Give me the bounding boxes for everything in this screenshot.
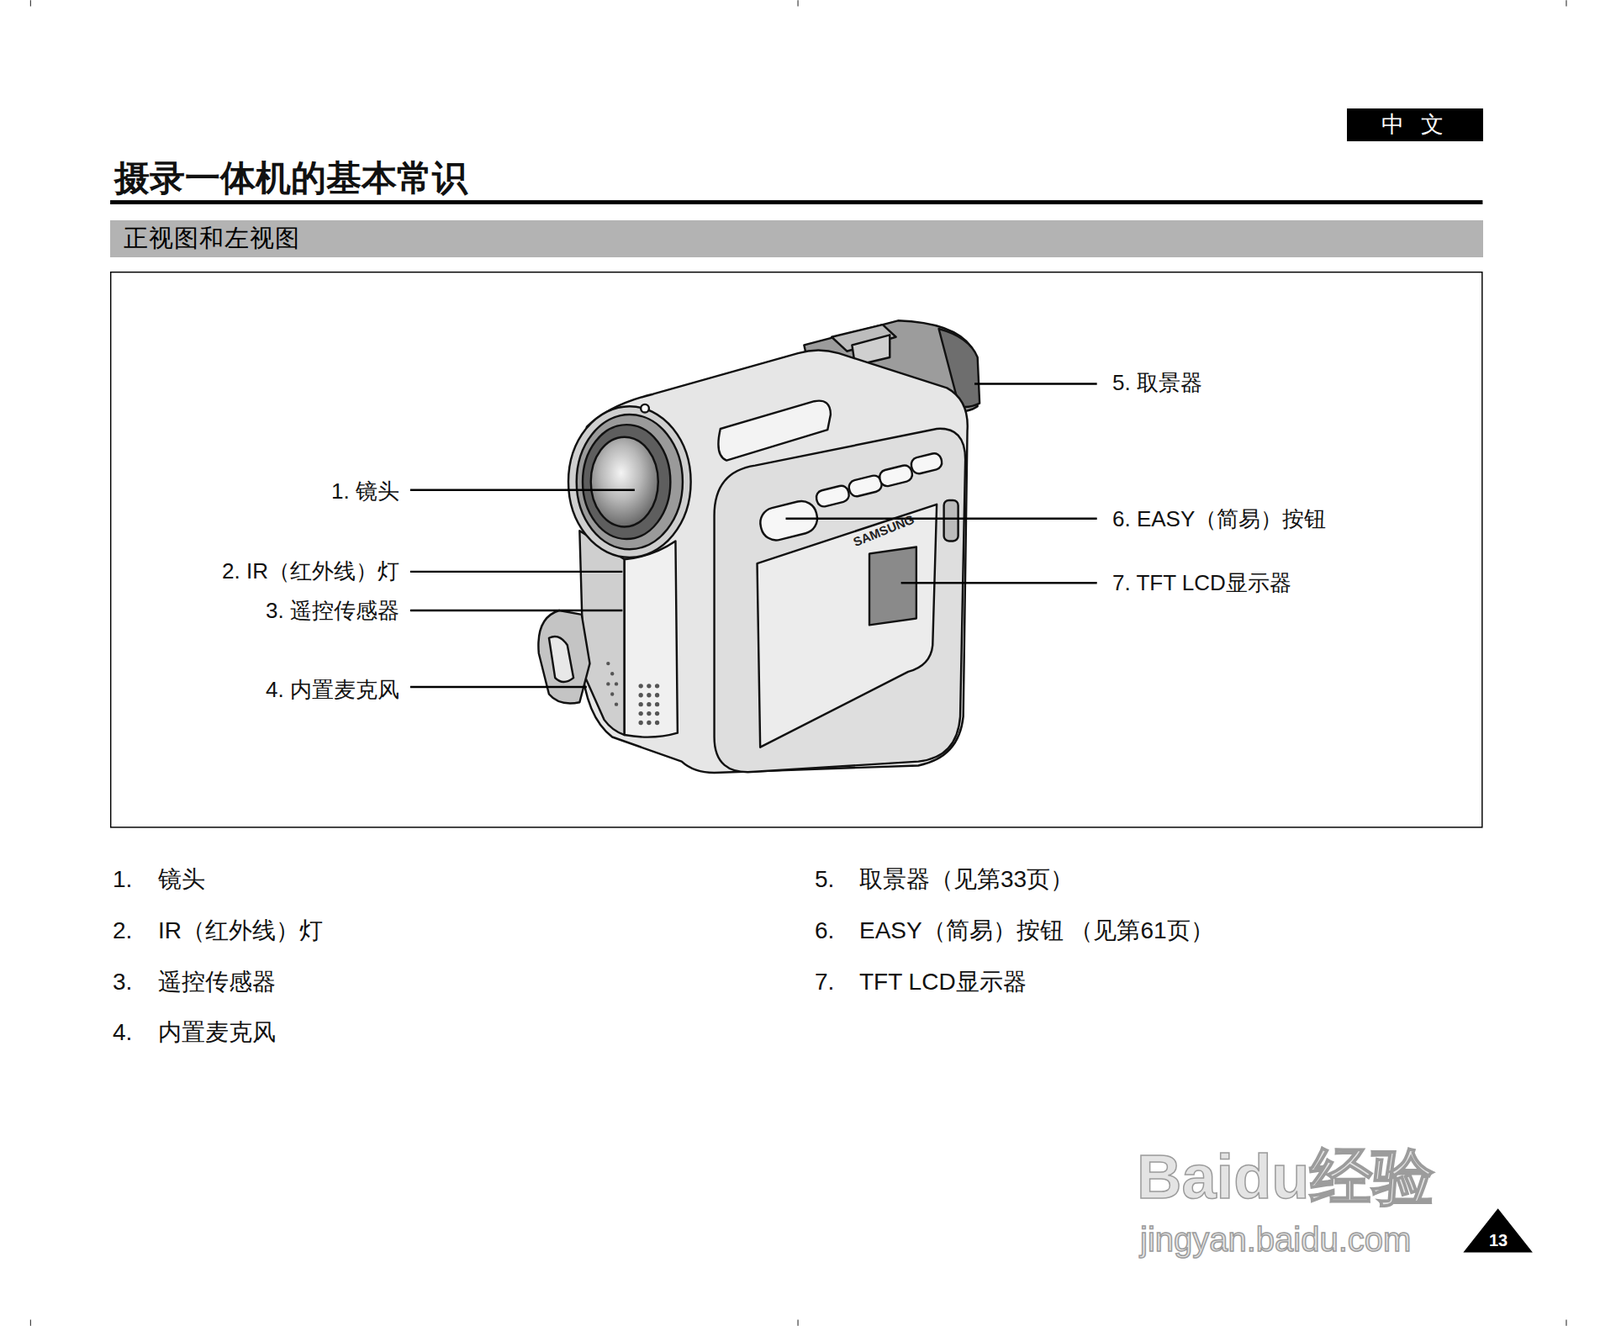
list-item: TFT LCD显示器 (859, 968, 1027, 996)
list-number: 5. (814, 866, 835, 893)
list-number: 2. (112, 917, 133, 945)
callout-label: 5. 取景器 (1112, 370, 1203, 397)
title-rule (110, 200, 1483, 205)
list-item: 镜头 (158, 866, 206, 893)
list-item: 取景器（见第33页） (859, 866, 1074, 893)
band-text: 正视图和左视图 (123, 225, 301, 253)
list-number: 4. (112, 1019, 133, 1046)
page-title: 摄录一体机的基本常识 (114, 158, 468, 199)
page-number: 13 (1489, 1230, 1508, 1251)
list-item: 内置麦克风 (158, 1019, 276, 1046)
list-number: 3. (112, 968, 133, 996)
callout-label: 3. 遥控传感器 (265, 598, 400, 624)
callout-label: 2. IR（红外线）灯 (221, 559, 400, 585)
page-number-triangle (1462, 1208, 1533, 1252)
watermark: Baidu经验 (1136, 1140, 1435, 1213)
list-item: EASY（简易）按钮 （见第61页） (859, 917, 1215, 945)
callout-label: 4. 内置麦克风 (265, 677, 400, 703)
camera-body (538, 320, 980, 773)
list-item: 遥控传感器 (158, 968, 276, 996)
crop-marks (30, 0, 1567, 1326)
list-item: IR（红外线）灯 (158, 917, 323, 945)
leader-lines (410, 384, 1098, 687)
callout-label: 7. TFT LCD显示器 (1112, 570, 1292, 597)
list-number: 1. (112, 866, 133, 893)
microphone-holes (606, 661, 660, 725)
figure-frame (110, 272, 1483, 828)
list-number: 7. (814, 968, 835, 996)
list-number: 6. (814, 917, 835, 945)
band-text: 中 文 (1381, 112, 1449, 138)
callout-label: 6. EASY（简易）按钮 (1112, 506, 1326, 533)
section-band: 正视图和左视图 (110, 220, 1484, 258)
watermark-url: jingyan.baidu.com (1140, 1219, 1411, 1259)
language-tab: 中 文 (1346, 108, 1484, 142)
callout-label: 1. 镜头 (331, 479, 400, 505)
